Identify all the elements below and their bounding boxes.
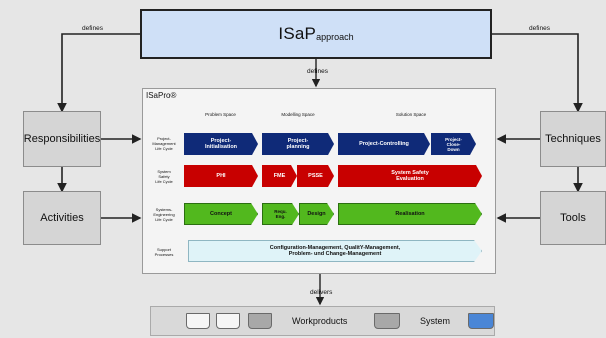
psse-chevron: PSSE	[297, 165, 334, 187]
isapro-label: ISaPro®	[146, 91, 177, 100]
system-gray-icon	[374, 313, 400, 329]
responsibilities-box: Responsibilities	[23, 111, 101, 167]
row-label-systems-engineering: Systems- Engineering Life Cycle	[153, 206, 175, 222]
row-label-support-processes: Support Processes	[154, 247, 174, 257]
delivers-label: delivers	[310, 289, 333, 296]
modelling-space-label: Modelling Space	[281, 112, 315, 117]
title-subscript: approach	[316, 32, 354, 42]
arrow-defines-left	[57, 33, 140, 113]
support-processes-chevron: Configuration-Management, QualitY-Manage…	[188, 240, 482, 262]
concept-chevron: Concept	[184, 203, 258, 225]
row-label-project-management: Project- Management Life Cycle	[152, 135, 176, 151]
row-label-system-safety: System Safety Life Cycle	[155, 168, 173, 184]
workproduct-filled-icon	[248, 313, 272, 329]
solution-space-label: Solution Space	[395, 112, 427, 117]
fme-chevron: FME	[262, 165, 297, 187]
realisation-chevron: Realisation	[338, 203, 482, 225]
arrow-defines-right	[492, 33, 583, 113]
activities-box: Activities	[23, 191, 101, 245]
design-chevron: Design	[299, 203, 334, 225]
system-safety-evaluation-chevron: System Safety Evaluation	[338, 165, 482, 187]
project-controlling-chevron: Project-Controlling	[338, 133, 430, 155]
isap-approach-title-box: ISaP approach	[140, 9, 492, 59]
requirements-engineering-chevron: Requ. Eng.	[262, 203, 299, 225]
system-label: System	[420, 316, 451, 326]
techniques-box: Techniques	[540, 111, 606, 167]
project-planning-chevron: Project- planning	[262, 133, 334, 155]
problem-space-label: Problem Space	[205, 112, 236, 117]
tools-box: Tools	[540, 191, 606, 245]
workproduct-document-icon	[216, 313, 240, 329]
project-initialisation-chevron: Project- Initialisation	[184, 133, 258, 155]
phi-chevron: PHI	[184, 165, 258, 187]
workproduct-document-icon	[186, 313, 210, 329]
project-closedown-chevron: Project- Close- Down	[431, 133, 476, 155]
defines-right-label: defines	[529, 25, 550, 32]
title-main: ISaP	[278, 24, 317, 43]
defines-center-label: defines	[307, 68, 328, 75]
workproducts-label: Workproducts	[292, 316, 348, 326]
system-blue-icon	[468, 313, 494, 329]
defines-left-label: defines	[82, 25, 103, 32]
